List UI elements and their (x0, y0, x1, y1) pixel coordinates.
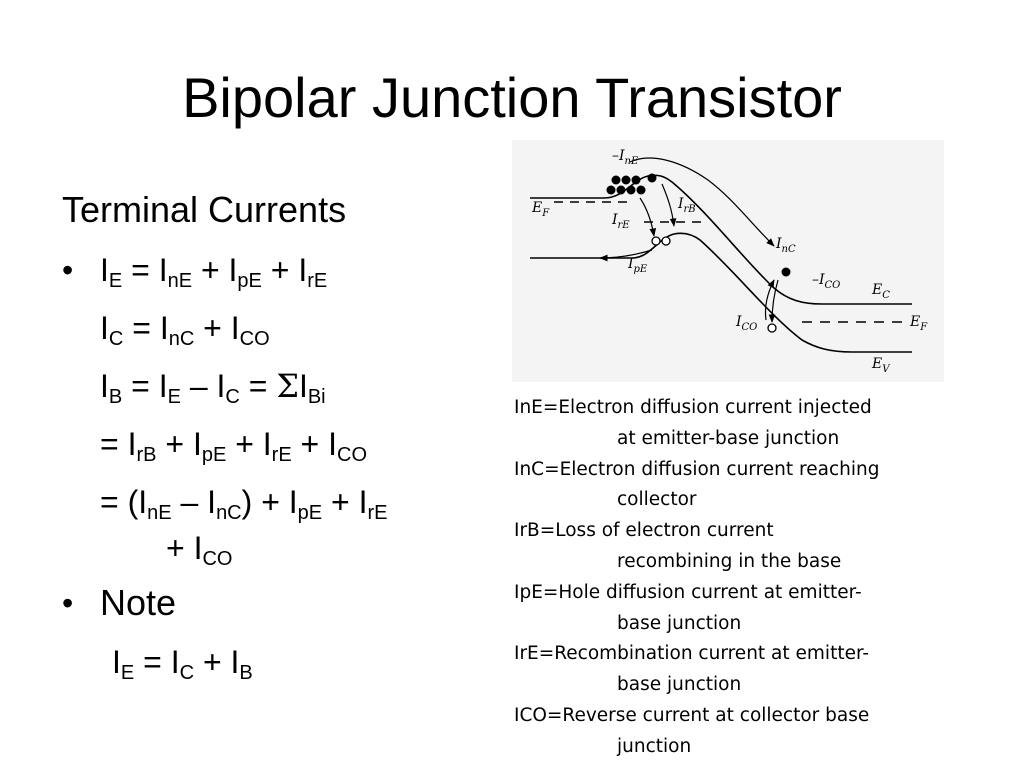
label-ico-top: –ICO (812, 272, 840, 291)
irb-arrow (661, 183, 677, 227)
equation-ib-regrouped-cont: + ICO (166, 530, 233, 570)
label-ef-right: EF (909, 314, 928, 333)
holes (651, 236, 777, 333)
ico-arrow (768, 279, 779, 323)
definition-inc: InC=Electron diffusion current reaching … (514, 458, 880, 511)
ire-arrow (639, 197, 657, 237)
label-ire: IrE (611, 212, 630, 231)
equation-ie: IE = InE + IpE + IrE (100, 252, 328, 292)
bullet-marker: • (62, 585, 74, 621)
ico-return-arrow (764, 279, 775, 321)
label-inc: InC (775, 236, 796, 255)
equation-note: IE = IC + IB (112, 644, 253, 684)
definition-irb: IrB=Loss of electron current recombining… (514, 520, 842, 572)
diagram-background (512, 140, 944, 382)
equation-ib-regrouped: = (InE – InC) + IpE + IrE (100, 484, 388, 524)
bullet-marker: • (62, 252, 74, 288)
band-diagram: –InE EF IrE IrB IpE InC –ICO ICO EC EF E… (512, 140, 944, 382)
label-ipe: IpE (627, 256, 648, 275)
definition-ipe: IpE=Hole diffusion current at emitter- b… (514, 581, 862, 634)
definition-ico: ICO=Reverse current at collector base ju… (514, 704, 870, 757)
label-ico-bottom: ICO (735, 314, 757, 333)
terminal-currents-heading: Terminal Currents (62, 189, 347, 230)
ine-arrow (629, 157, 775, 247)
label-ec: EC (871, 282, 890, 301)
label-ef-left: EF (531, 200, 550, 219)
equation-ic: IC = InC + ICO (100, 310, 270, 350)
equation-ib-expansion: = IrB + IpE + IrE + ICO (100, 426, 368, 466)
sigma-symbol: Σ (276, 367, 299, 405)
label-irb: IrB (677, 196, 696, 215)
definition-ine: InE=Electron diffusion current injected … (514, 397, 872, 449)
equation-ib: IB = IE – IC = ΣIBi (100, 367, 326, 408)
definition-ire: IrE=Recombination current at emitter- ba… (514, 643, 870, 696)
label-ev: EV (871, 356, 891, 375)
electrons (606, 173, 791, 277)
slide-title: Bipolar Junction Transistor (182, 66, 842, 129)
label-ine: –InE (612, 148, 639, 167)
note-label: Note (100, 582, 177, 623)
ipe-arrow (599, 249, 653, 262)
definitions-list: InE=Electron diffusion current injected … (514, 393, 1014, 763)
